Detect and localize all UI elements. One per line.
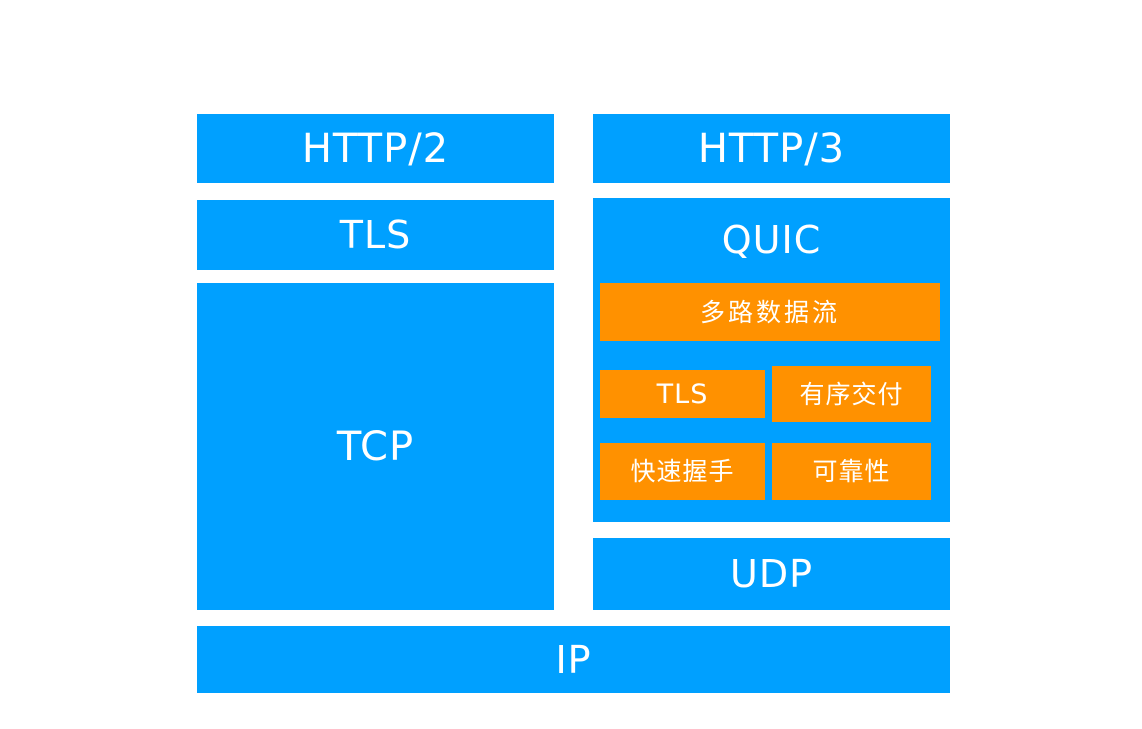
- quic-label: QUIC: [721, 218, 822, 262]
- layer-box-udp: UDP: [593, 538, 950, 610]
- quic-feature-tls: TLS: [600, 370, 765, 418]
- quic-feature-ordered-delivery: 有序交付: [772, 366, 931, 422]
- layer-box-tls: TLS: [197, 200, 554, 270]
- quic-feature-fast-handshake: 快速握手: [600, 443, 765, 500]
- layer-box-http2: HTTP/2: [197, 114, 554, 183]
- layer-box-tcp: TCP: [197, 283, 554, 610]
- layer-box-ip: IP: [197, 626, 950, 693]
- layer-box-quic: QUIC 多路数据流 TLS 有序交付 快速握手 可靠性: [593, 198, 950, 522]
- quic-feature-multiplex: 多路数据流: [600, 283, 940, 341]
- quic-feature-reliability: 可靠性: [772, 443, 931, 500]
- layer-box-http3: HTTP/3: [593, 114, 950, 183]
